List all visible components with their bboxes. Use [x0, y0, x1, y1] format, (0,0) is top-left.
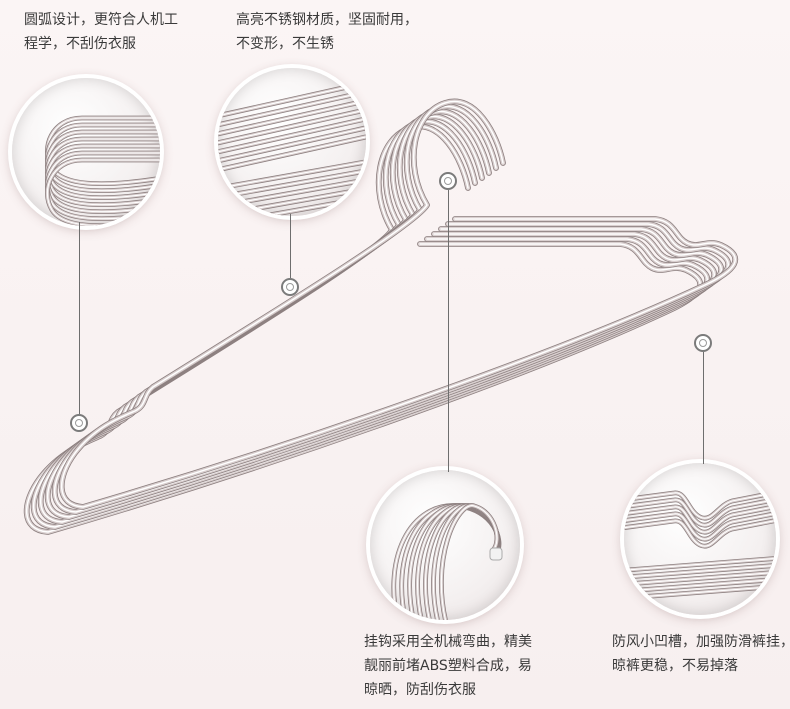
feature-label-curve-line2: 程学，不刮伤衣服: [24, 36, 136, 52]
feature-label-material-line1: 高亮不锈钢材质，坚固耐用，: [236, 12, 418, 28]
detail-circle-curve: [12, 78, 160, 226]
material-wire-highlight: [218, 109, 366, 144]
notch-wire-highlight: [624, 491, 776, 519]
feature-label-hook: 挂钩采用全机械弯曲，精美 靓丽前堵ABS塑料合成，易 晾晒，防刮伤衣服: [364, 630, 532, 702]
hanger-wire: [23, 123, 703, 535]
detail-circle-material: [218, 68, 366, 216]
notch-bar-wire-highlight: [624, 571, 776, 585]
notch-wire-highlight: [624, 498, 776, 526]
hanger-stack: [23, 98, 738, 535]
curve-wire-highlight: [46, 131, 160, 199]
curve-wire-highlight: [46, 145, 160, 213]
leader-line-hook: [448, 190, 449, 472]
hanger-wire: [37, 113, 717, 525]
callout-marker-curve: [70, 414, 88, 432]
hanger-wire: [44, 108, 724, 520]
hanger-wire: [58, 98, 738, 510]
material-wire-highlight: [218, 136, 366, 171]
feature-label-curve: 圆弧设计，更符合人机工 程学，不刮伤衣服: [24, 8, 178, 56]
leader-line-curve: [79, 222, 80, 414]
curve-wire-highlight: [46, 138, 160, 206]
feature-label-hook-line2: 靓丽前堵ABS塑料合成，易: [364, 658, 532, 674]
material-wire-highlight: [218, 127, 366, 162]
callout-marker-hook: [439, 172, 457, 190]
feature-label-curve-line1: 圆弧设计，更符合人机工: [24, 12, 178, 28]
hanger-wire-path-highlight: [40, 115, 715, 523]
leader-line-notch: [703, 352, 704, 464]
feature-label-material-line2: 不变形，不生锈: [236, 36, 334, 52]
detail-circle-notch: [624, 463, 776, 615]
feature-label-notch-line2: 晾裤更稳，不易掉落: [612, 658, 738, 674]
feature-label-hook-line3: 晾晒，防刮伤衣服: [364, 682, 476, 698]
material-detail-image: [218, 80, 366, 216]
hook-detail-image: [391, 503, 503, 620]
hanger-wire: [30, 118, 710, 530]
callout-marker-notch: [694, 334, 712, 352]
hanger-wire-path-highlight: [61, 100, 736, 508]
curve-detail-image: [45, 115, 160, 226]
notch-wire-highlight: [624, 519, 776, 547]
material-wire-highlight: [218, 161, 366, 189]
hanger-wire-path-highlight: [33, 120, 708, 528]
hook-wire-highlight: [440, 505, 498, 620]
material-wire-highlight: [218, 118, 366, 153]
notch-detail-image: [624, 490, 776, 601]
feature-label-hook-line1: 挂钩采用全机械弯曲，精美: [364, 634, 532, 650]
notch-bar-wire-highlight: [624, 557, 776, 571]
hanger-wire-path-highlight: [54, 105, 729, 513]
leader-line-material: [290, 214, 291, 278]
feature-label-notch-line1: 防风小凹槽，加强防滑裤挂，: [612, 634, 790, 650]
notch-bar-wire-highlight: [624, 564, 776, 578]
feature-label-material: 高亮不锈钢材质，坚固耐用， 不变形，不生锈: [236, 8, 418, 56]
hanger-wire-path-highlight: [26, 125, 701, 533]
hanger-wire-path-highlight: [47, 110, 722, 518]
abs-end-cap: [489, 547, 503, 561]
callout-marker-material: [281, 278, 299, 296]
detail-circle-hook: [370, 470, 520, 620]
feature-label-notch: 防风小凹槽，加强防滑裤挂， 晾裤更稳，不易掉落: [612, 630, 790, 678]
hanger-wire: [51, 103, 731, 515]
notch-wire-highlight: [624, 505, 776, 533]
notch-wire-highlight: [624, 512, 776, 540]
